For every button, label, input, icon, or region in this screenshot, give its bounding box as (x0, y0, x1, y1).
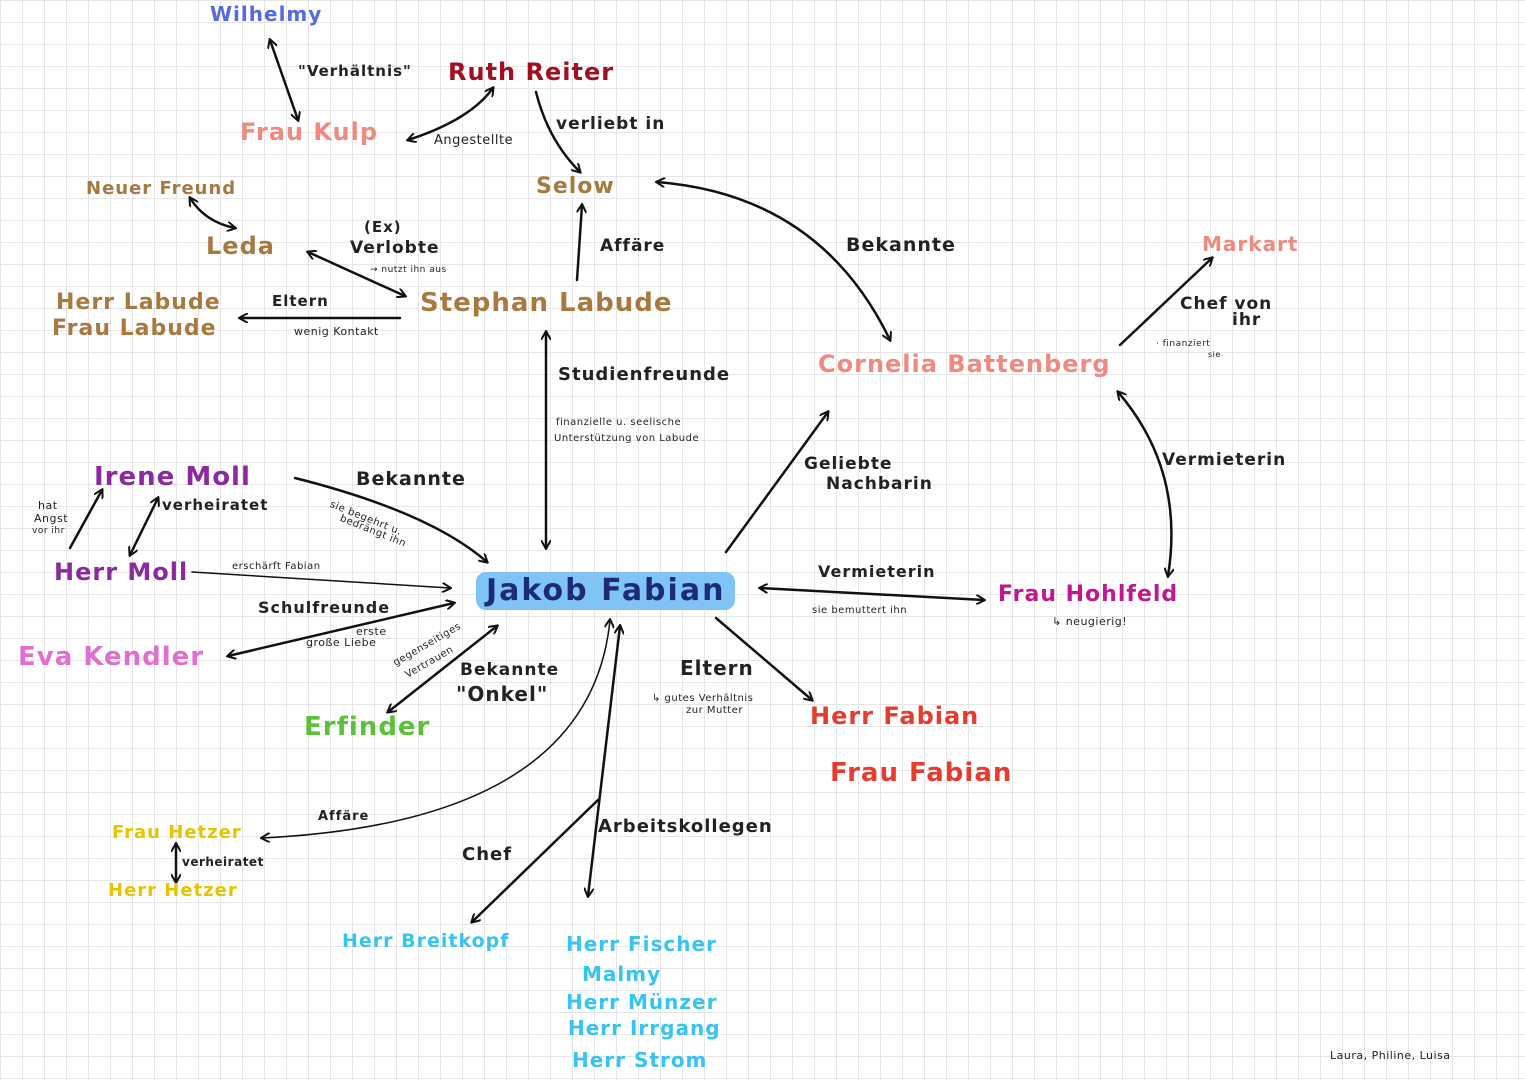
label-erste: erste (356, 625, 387, 638)
label-vor-ihr: vor ihr (32, 526, 65, 536)
arrow-reiter-selow (534, 90, 580, 172)
node-frau-kulp: Frau Kulp (240, 118, 378, 146)
label-nachbarin: Nachbarin (826, 474, 933, 494)
label-chef: Chef (462, 844, 513, 865)
label-verliebt-in: verliebt in (556, 114, 666, 134)
arrow-labude-selow (575, 205, 582, 282)
node-stephan-labude: Stephan Labude (420, 288, 673, 318)
label-erschiesst: erschärft Fabian (232, 561, 321, 572)
node-eva-kendler: Eva Kendler (18, 642, 205, 672)
label-gutes-verhaeltnis: ↳ gutes Verhältnis (652, 693, 754, 704)
arrow-irene-fabian (293, 476, 487, 562)
label-schulfreunde: Schulfreunde (258, 598, 391, 617)
label-wenig-kontakt: wenig Kontakt (294, 325, 379, 338)
node-markart: Markart (1202, 232, 1299, 256)
label-bekannte-onkel: Bekannte (460, 660, 560, 680)
label-grosse-liebe: große Liebe (306, 636, 377, 649)
node-wilhelmy: Wilhelmy (210, 2, 323, 26)
label-nutzt-ihn-aus: → nutzt ihn aus (370, 265, 447, 275)
label-eltern-labude: Eltern (272, 292, 329, 310)
label-arbeitskollegen: Arbeitskollegen (598, 816, 773, 837)
label-angestellte: Angestellte (434, 133, 514, 148)
node-irene-moll: Irene Moll (94, 462, 251, 492)
label-verheiratet-hetzer: verheiratet (182, 855, 264, 869)
node-jakob-fabian: Jakob Fabian (476, 572, 736, 610)
node-selow: Selow (536, 174, 615, 199)
node-herr-fabian: Herr Fabian (810, 702, 980, 730)
node-colleague: Malmy (582, 962, 662, 986)
node-herr-moll: Herr Moll (54, 558, 189, 586)
arrow-cornelia-selow (657, 182, 890, 340)
label-ex: (Ex) (364, 218, 402, 236)
node-herr-breitkopf: Herr Breitkopf (342, 930, 510, 952)
label-ihr: ihr (1232, 310, 1262, 330)
node-colleague: Herr Fischer (566, 932, 717, 956)
node-leda: Leda (206, 232, 275, 260)
arrow-herrmoll-fabian (191, 571, 450, 588)
node-herr-hetzer: Herr Hetzer (108, 880, 238, 901)
arrow-irene-herrmoll (130, 498, 158, 555)
label-vermieterin-cornelia: Vermieterin (1162, 450, 1287, 470)
label-finanziert: · finanziert (1156, 339, 1211, 349)
arrow-fabian-cornelia (724, 412, 828, 554)
node-colleague: Herr Strom (572, 1048, 708, 1072)
node-frau-hohlfeld: Frau Hohlfeld (998, 582, 1179, 607)
label-bekannte-cornelia: Bekannte (846, 234, 956, 256)
arrow-cornelia-markart (1118, 258, 1212, 347)
label-affaere-selow: Affäre (600, 236, 666, 256)
label-zur-mutter: zur Mutter (686, 705, 743, 716)
label-studienfreunde: Studienfreunde (558, 364, 731, 385)
node-cornelia-battenberg: Cornelia Battenberg (818, 350, 1111, 378)
label-hat: hat (38, 499, 58, 512)
arrow-fabian-eltern (714, 616, 812, 700)
label-eltern-fabian: Eltern (680, 656, 754, 680)
label-neugierig: ↳ neugierig! (1052, 615, 1128, 628)
node-colleague: Herr Münzer (566, 990, 718, 1014)
label-geliebte: Geliebte (804, 454, 893, 474)
arrow-kulp-reiter (408, 88, 493, 140)
label-vermieterin-hohlfeld: Vermieterin (818, 562, 936, 581)
label-affaere-hetzer: Affäre (318, 809, 370, 824)
label-bekannte-irene: Bekannte (356, 468, 466, 490)
label-verheiratet-moll: verheiratet (162, 496, 269, 514)
node-colleague: Herr Irrgang (568, 1016, 721, 1040)
label-angst: Angst (34, 512, 69, 525)
node-frau-hetzer: Frau Hetzer (112, 822, 242, 843)
arrow-hohlfeld-cornelia (1118, 392, 1171, 576)
label-verlobte: Verlobte (350, 238, 440, 258)
node-herr-labude: Herr Labude (56, 290, 221, 315)
label-sie-bemuttert: sie bemuttert ihn (812, 605, 908, 616)
label-sie: sie (1208, 350, 1221, 359)
label-unterstuetzung: Unterstützung von Labude (554, 433, 700, 444)
node-erfinder: Erfinder (304, 712, 431, 742)
arrow-irene-hat-angst (68, 490, 102, 550)
arrow-leda-labude (308, 252, 405, 296)
node-frau-labude: Frau Labude (52, 316, 217, 341)
label-verhaeltnis: "Verhältnis" (298, 62, 412, 80)
arrow-chef-breitkopf (472, 798, 600, 922)
label-chef-von: Chef von (1180, 294, 1273, 314)
arrow-neuerfreund-leda (190, 198, 235, 228)
node-frau-fabian: Frau Fabian (830, 758, 1013, 788)
node-neuer-freund: Neuer Freund (86, 178, 237, 199)
arrow-fabian-kollegen (588, 626, 620, 896)
label-finanzielle: finanzielle u. seelische (556, 417, 682, 428)
arrow-wilhelmy-kulp (270, 40, 298, 120)
footer-authors: Laura, Philine, Luisa (1330, 1049, 1451, 1062)
arrow-fabian-hohlfeld (760, 588, 984, 600)
node-ruth-reiter: Ruth Reiter (448, 58, 615, 86)
label-onkel: "Onkel" (456, 682, 549, 706)
